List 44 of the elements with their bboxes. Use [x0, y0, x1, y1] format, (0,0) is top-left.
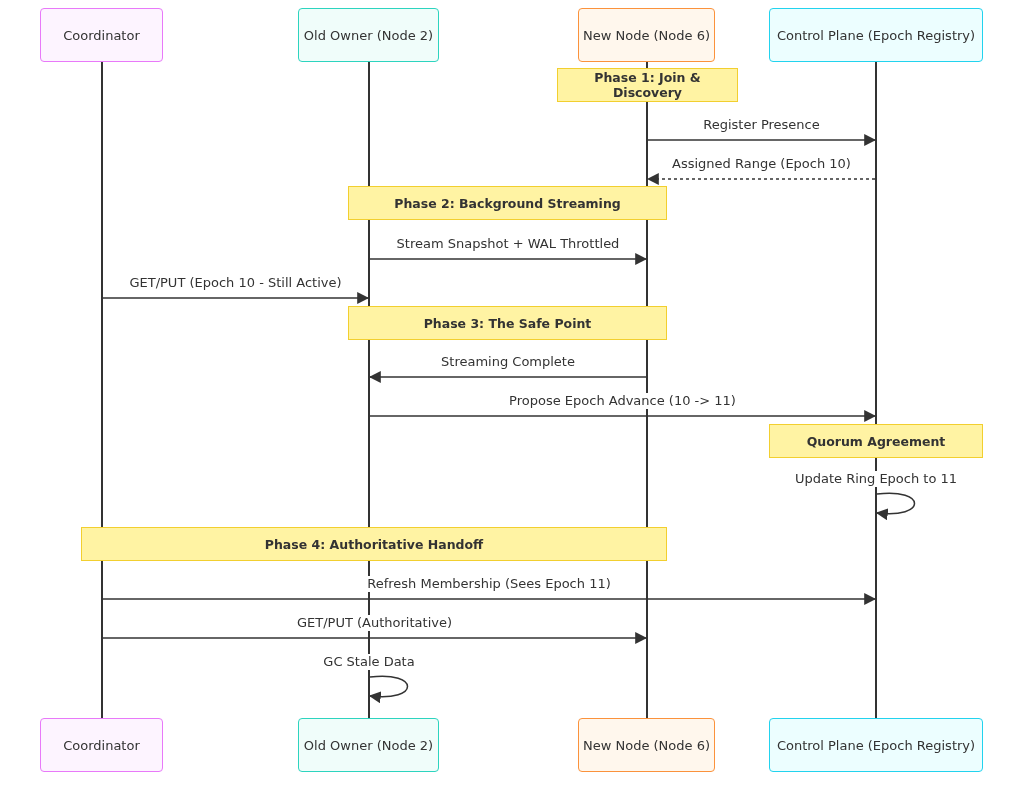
message-label: GET/PUT (Authoritative) [295, 615, 454, 631]
self-message-arrow [875, 492, 916, 520]
participant-box: Coordinator [40, 8, 163, 62]
lifeline [101, 62, 103, 527]
phase-note: Phase 4: Authoritative Handoff [81, 527, 667, 561]
lifeline [368, 62, 370, 186]
message-label: Stream Snapshot + WAL Throttled [394, 236, 622, 252]
phase-note: Phase 1: Join & Discovery [557, 68, 738, 102]
message-label: Register Presence [701, 117, 822, 133]
lifeline [875, 458, 877, 718]
lifeline [646, 220, 648, 306]
participant-box: Old Owner (Node 2) [298, 718, 439, 772]
participant-box: New Node (Node 6) [578, 718, 715, 772]
lifeline [646, 561, 648, 718]
message-label: Assigned Range (Epoch 10) [670, 156, 853, 172]
phase-note: Phase 2: Background Streaming [348, 186, 667, 220]
participant-box: Coordinator [40, 718, 163, 772]
message-arrow [102, 292, 370, 304]
message-arrow [647, 134, 877, 146]
message-label: GC Stale Data [321, 654, 417, 670]
message-arrow [369, 253, 648, 265]
participant-box: Control Plane (Epoch Registry) [769, 718, 983, 772]
message-arrow [368, 371, 647, 383]
lifeline [368, 220, 370, 306]
participant-box: Old Owner (Node 2) [298, 8, 439, 62]
self-message-arrow [368, 675, 409, 703]
message-label: Streaming Complete [439, 354, 577, 370]
participant-box: New Node (Node 6) [578, 8, 715, 62]
lifeline [101, 561, 103, 718]
message-label: GET/PUT (Epoch 10 - Still Active) [127, 275, 344, 291]
message-arrow [646, 173, 876, 185]
message-arrow [369, 410, 877, 422]
lifeline [875, 62, 877, 424]
lifeline [368, 339, 370, 527]
phase-note: Phase 3: The Safe Point [348, 306, 667, 340]
message-arrow [102, 632, 648, 644]
lifeline [646, 339, 648, 527]
message-label: Propose Epoch Advance (10 -> 11) [507, 393, 738, 409]
phase-note: Quorum Agreement [769, 424, 983, 458]
message-arrow [102, 593, 877, 605]
lifeline [646, 62, 648, 68]
lifeline [646, 102, 648, 186]
message-label: Refresh Membership (Sees Epoch 11) [365, 576, 613, 592]
participant-box: Control Plane (Epoch Registry) [769, 8, 983, 62]
